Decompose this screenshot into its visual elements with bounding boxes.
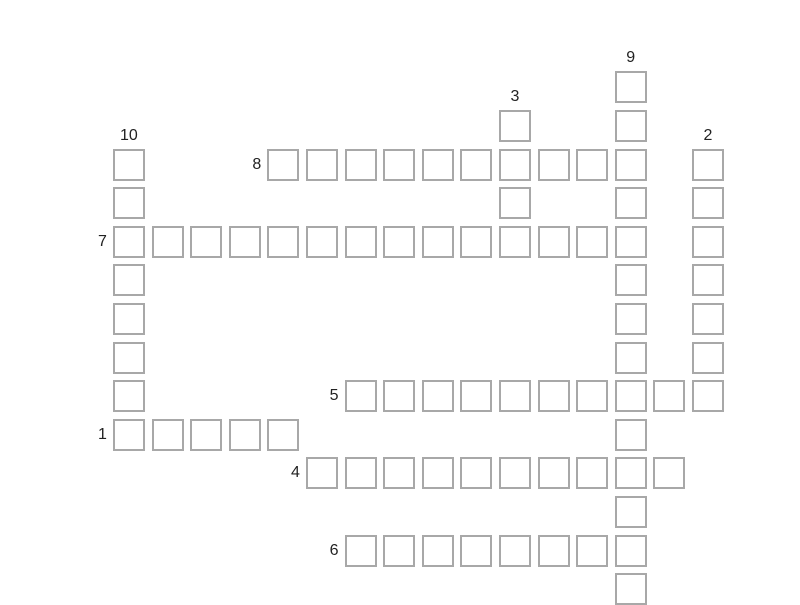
- crossword-cell[interactable]: [614, 110, 647, 142]
- crossword-cell[interactable]: [499, 380, 531, 413]
- crossword-cell[interactable]: [344, 380, 377, 413]
- crossword-cell[interactable]: [576, 457, 609, 490]
- clue-number: 3: [510, 88, 520, 105]
- clue-number: 6: [329, 541, 339, 559]
- crossword-cell[interactable]: [267, 148, 300, 181]
- clue-number: 10: [120, 126, 138, 144]
- crossword-cell[interactable]: [113, 264, 145, 297]
- crossword-cell[interactable]: [344, 534, 377, 567]
- crossword-cell[interactable]: [383, 534, 416, 567]
- crossword-cell[interactable]: [499, 225, 531, 258]
- crossword-cell[interactable]: [692, 380, 724, 413]
- crossword-cell[interactable]: [460, 457, 493, 490]
- crossword-cell[interactable]: [421, 380, 454, 413]
- crossword-cell[interactable]: [614, 148, 647, 181]
- crossword-cell[interactable]: [267, 418, 300, 451]
- crossword-cell[interactable]: [537, 148, 570, 181]
- crossword-cell[interactable]: [576, 225, 609, 258]
- crossword-cell[interactable]: [537, 457, 570, 490]
- crossword-cell[interactable]: [113, 148, 145, 181]
- crossword-cell[interactable]: [499, 534, 531, 567]
- crossword-cell[interactable]: [151, 418, 184, 451]
- clue-number: 8: [252, 155, 262, 173]
- crossword-cell[interactable]: [460, 225, 493, 258]
- crossword-cell[interactable]: [460, 534, 493, 567]
- crossword-cell[interactable]: [460, 380, 493, 413]
- crossword-cell[interactable]: [614, 418, 647, 451]
- crossword-cell[interactable]: [499, 148, 531, 181]
- crossword-cell[interactable]: [421, 457, 454, 490]
- crossword-cell[interactable]: [537, 225, 570, 258]
- crossword-cell[interactable]: [113, 187, 145, 220]
- clue-number: 4: [291, 464, 300, 482]
- crossword-cell[interactable]: [537, 534, 570, 567]
- crossword-cell[interactable]: [614, 225, 647, 258]
- clue-number: 2: [703, 126, 713, 144]
- crossword-cell[interactable]: [383, 380, 416, 413]
- crossword-cell[interactable]: [190, 418, 223, 451]
- clue-number: 1: [98, 425, 107, 443]
- crossword-cell[interactable]: [614, 534, 647, 567]
- crossword-cell[interactable]: [692, 187, 724, 220]
- clue-number: 9: [626, 49, 636, 67]
- crossword-cell[interactable]: [113, 225, 145, 258]
- crossword-cell[interactable]: [306, 225, 338, 258]
- crossword-cell[interactable]: [383, 225, 416, 258]
- clue-number: 5: [329, 387, 339, 405]
- crossword-cell[interactable]: [499, 187, 531, 220]
- crossword-cell[interactable]: [614, 457, 647, 490]
- crossword-cell[interactable]: [344, 225, 377, 258]
- crossword-cell[interactable]: [692, 225, 724, 258]
- crossword-cell[interactable]: [113, 418, 145, 451]
- crossword-cell[interactable]: [460, 148, 493, 181]
- crossword-cell[interactable]: [228, 225, 261, 258]
- crossword-cell[interactable]: [614, 573, 647, 605]
- crossword-cell[interactable]: [113, 303, 145, 335]
- crossword-cell[interactable]: [576, 380, 609, 413]
- crossword-cell[interactable]: [421, 148, 454, 181]
- crossword-cell[interactable]: [614, 380, 647, 413]
- crossword-cell[interactable]: [421, 534, 454, 567]
- crossword-cell[interactable]: [151, 225, 184, 258]
- crossword-cell[interactable]: [421, 225, 454, 258]
- crossword-cell[interactable]: [653, 380, 686, 413]
- crossword-cell[interactable]: [614, 187, 647, 220]
- crossword-cell[interactable]: [306, 457, 338, 490]
- crossword-cell[interactable]: [499, 110, 531, 142]
- crossword-cell[interactable]: [190, 225, 223, 258]
- crossword-cell[interactable]: [614, 496, 647, 528]
- crossword-cell[interactable]: [692, 148, 724, 181]
- crossword-cell[interactable]: [267, 225, 300, 258]
- crossword-cell[interactable]: [653, 457, 686, 490]
- crossword-cell[interactable]: [614, 71, 647, 104]
- crossword-cell[interactable]: [692, 303, 724, 335]
- crossword-cell[interactable]: [113, 380, 145, 413]
- crossword-cell[interactable]: [113, 341, 145, 374]
- crossword-cell[interactable]: [614, 303, 647, 335]
- crossword-cell[interactable]: [383, 457, 416, 490]
- crossword-cell[interactable]: [499, 457, 531, 490]
- crossword-cell[interactable]: [344, 457, 377, 490]
- crossword-cell[interactable]: [344, 148, 377, 181]
- crossword-cell[interactable]: [383, 148, 416, 181]
- crossword-cell[interactable]: [228, 418, 261, 451]
- crossword-cell[interactable]: [576, 148, 609, 181]
- crossword-cell[interactable]: [306, 148, 338, 181]
- crossword-cell[interactable]: [614, 341, 647, 374]
- clue-number: 7: [98, 232, 107, 250]
- crossword-cell[interactable]: [614, 264, 647, 297]
- crossword-cell[interactable]: [537, 380, 570, 413]
- crossword-cell[interactable]: [692, 341, 724, 374]
- crossword-cell[interactable]: [576, 534, 609, 567]
- crossword-cell[interactable]: [692, 264, 724, 297]
